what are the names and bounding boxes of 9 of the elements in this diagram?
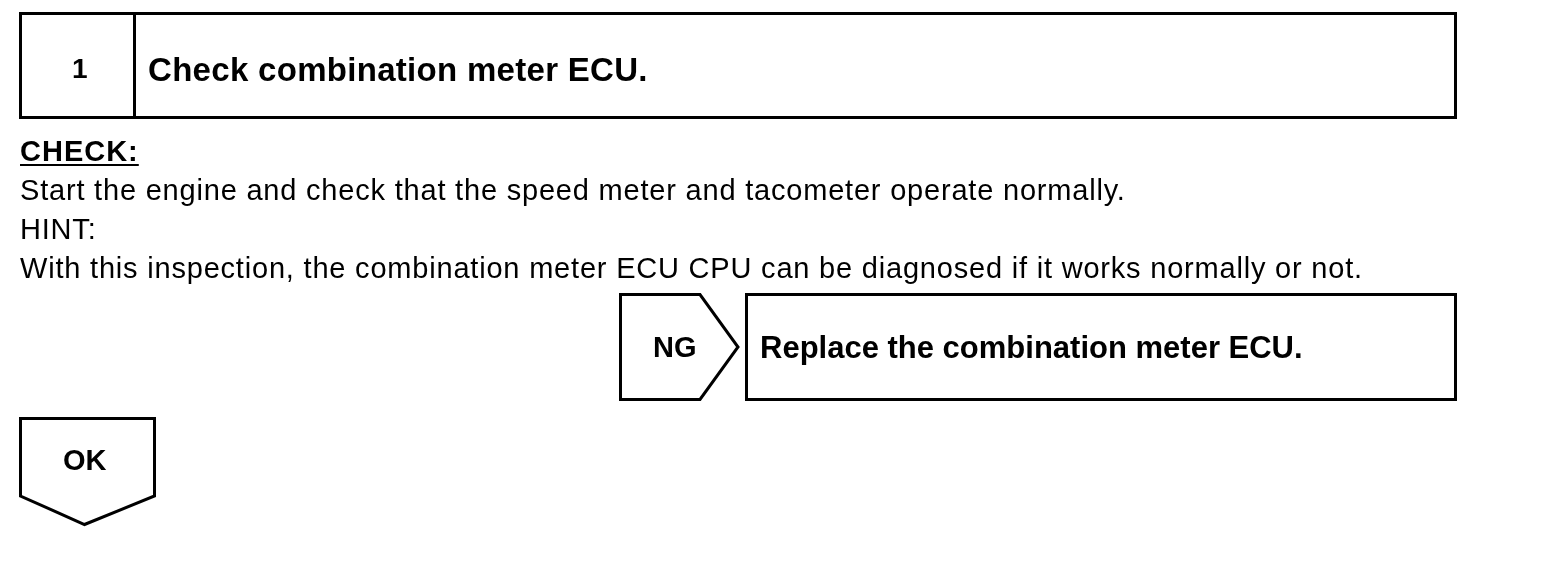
step-title: Check combination meter ECU. [148, 52, 648, 86]
action-box: Replace the combination meter ECU. [745, 293, 1457, 401]
instruction-text: Start the engine and check that the speed meter and tacometer operate normally. [20, 175, 1126, 205]
hint-text: With this inspection, the combination meter ECU CPU can be diagnosed if it works normally or not. [20, 253, 1363, 283]
section-heading: CHECK: [20, 136, 139, 166]
ok-chevron: OK [19, 417, 156, 526]
step-box [19, 12, 1457, 119]
hint-heading: HINT: [20, 214, 97, 244]
step-number: 1 [72, 55, 88, 83]
